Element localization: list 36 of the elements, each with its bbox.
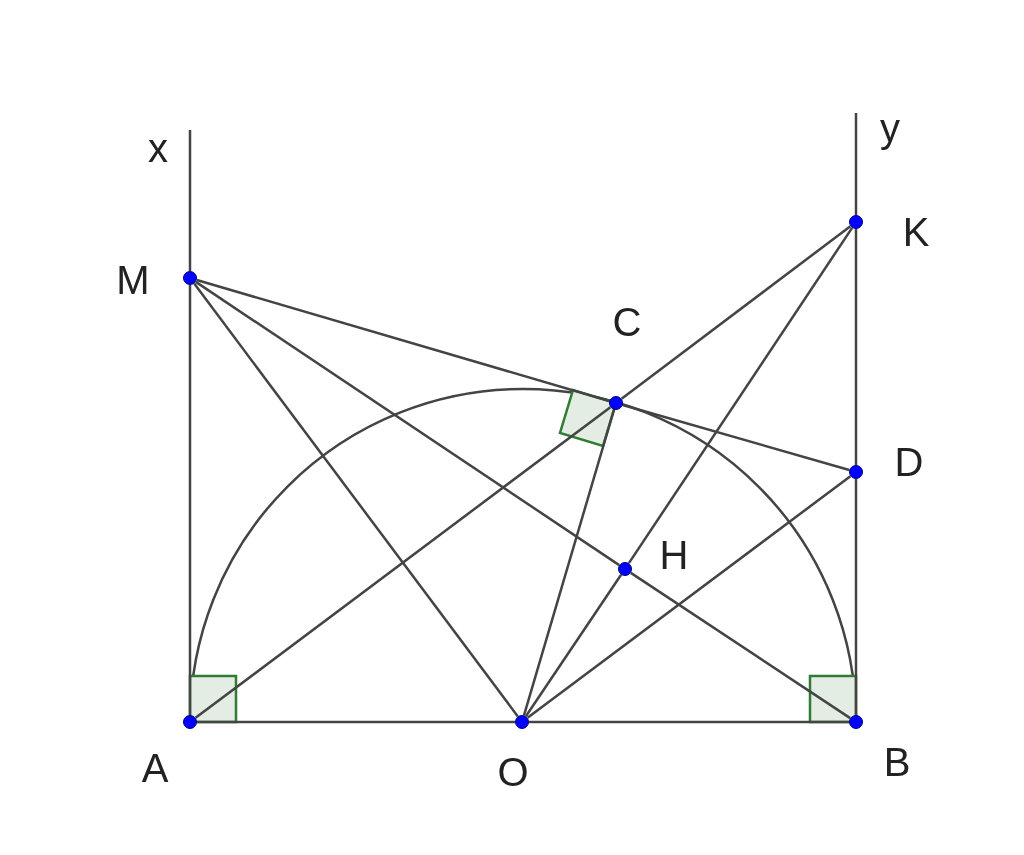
point-label: H [659, 535, 689, 575]
line-segment [854, 479, 858, 715]
line-segment [526, 475, 852, 719]
line-segment [854, 229, 858, 465]
line-segment [522, 409, 616, 716]
point-label: K [902, 212, 930, 252]
line-segment [197, 720, 515, 724]
line-segment [193, 282, 519, 718]
point-dot [849, 715, 863, 729]
point-label: M [116, 260, 150, 300]
ray-label: y [880, 108, 900, 148]
line-segment [854, 113, 858, 215]
point-dot [609, 396, 623, 410]
line-segment [627, 227, 854, 564]
point-dot [618, 562, 632, 576]
point-dot [183, 715, 197, 729]
line-segment [630, 571, 851, 720]
point-dot [849, 465, 863, 479]
point-label: O [497, 752, 529, 792]
point-dot [849, 215, 863, 229]
line-segment [620, 225, 852, 400]
point-label: D [894, 442, 924, 482]
ray-label: x [148, 128, 168, 168]
line-segment [194, 406, 612, 719]
line-segment [529, 720, 849, 724]
point-label: C [612, 302, 642, 342]
point-label: B [883, 742, 911, 782]
point-label: A [141, 748, 169, 788]
point-dot [183, 271, 197, 285]
line-segment [622, 403, 850, 472]
point-dot [515, 715, 529, 729]
line-segment [188, 130, 192, 271]
line-segment [196, 278, 610, 403]
line-segment [524, 574, 623, 717]
line-segment [188, 285, 192, 715]
line-segment [195, 280, 620, 567]
